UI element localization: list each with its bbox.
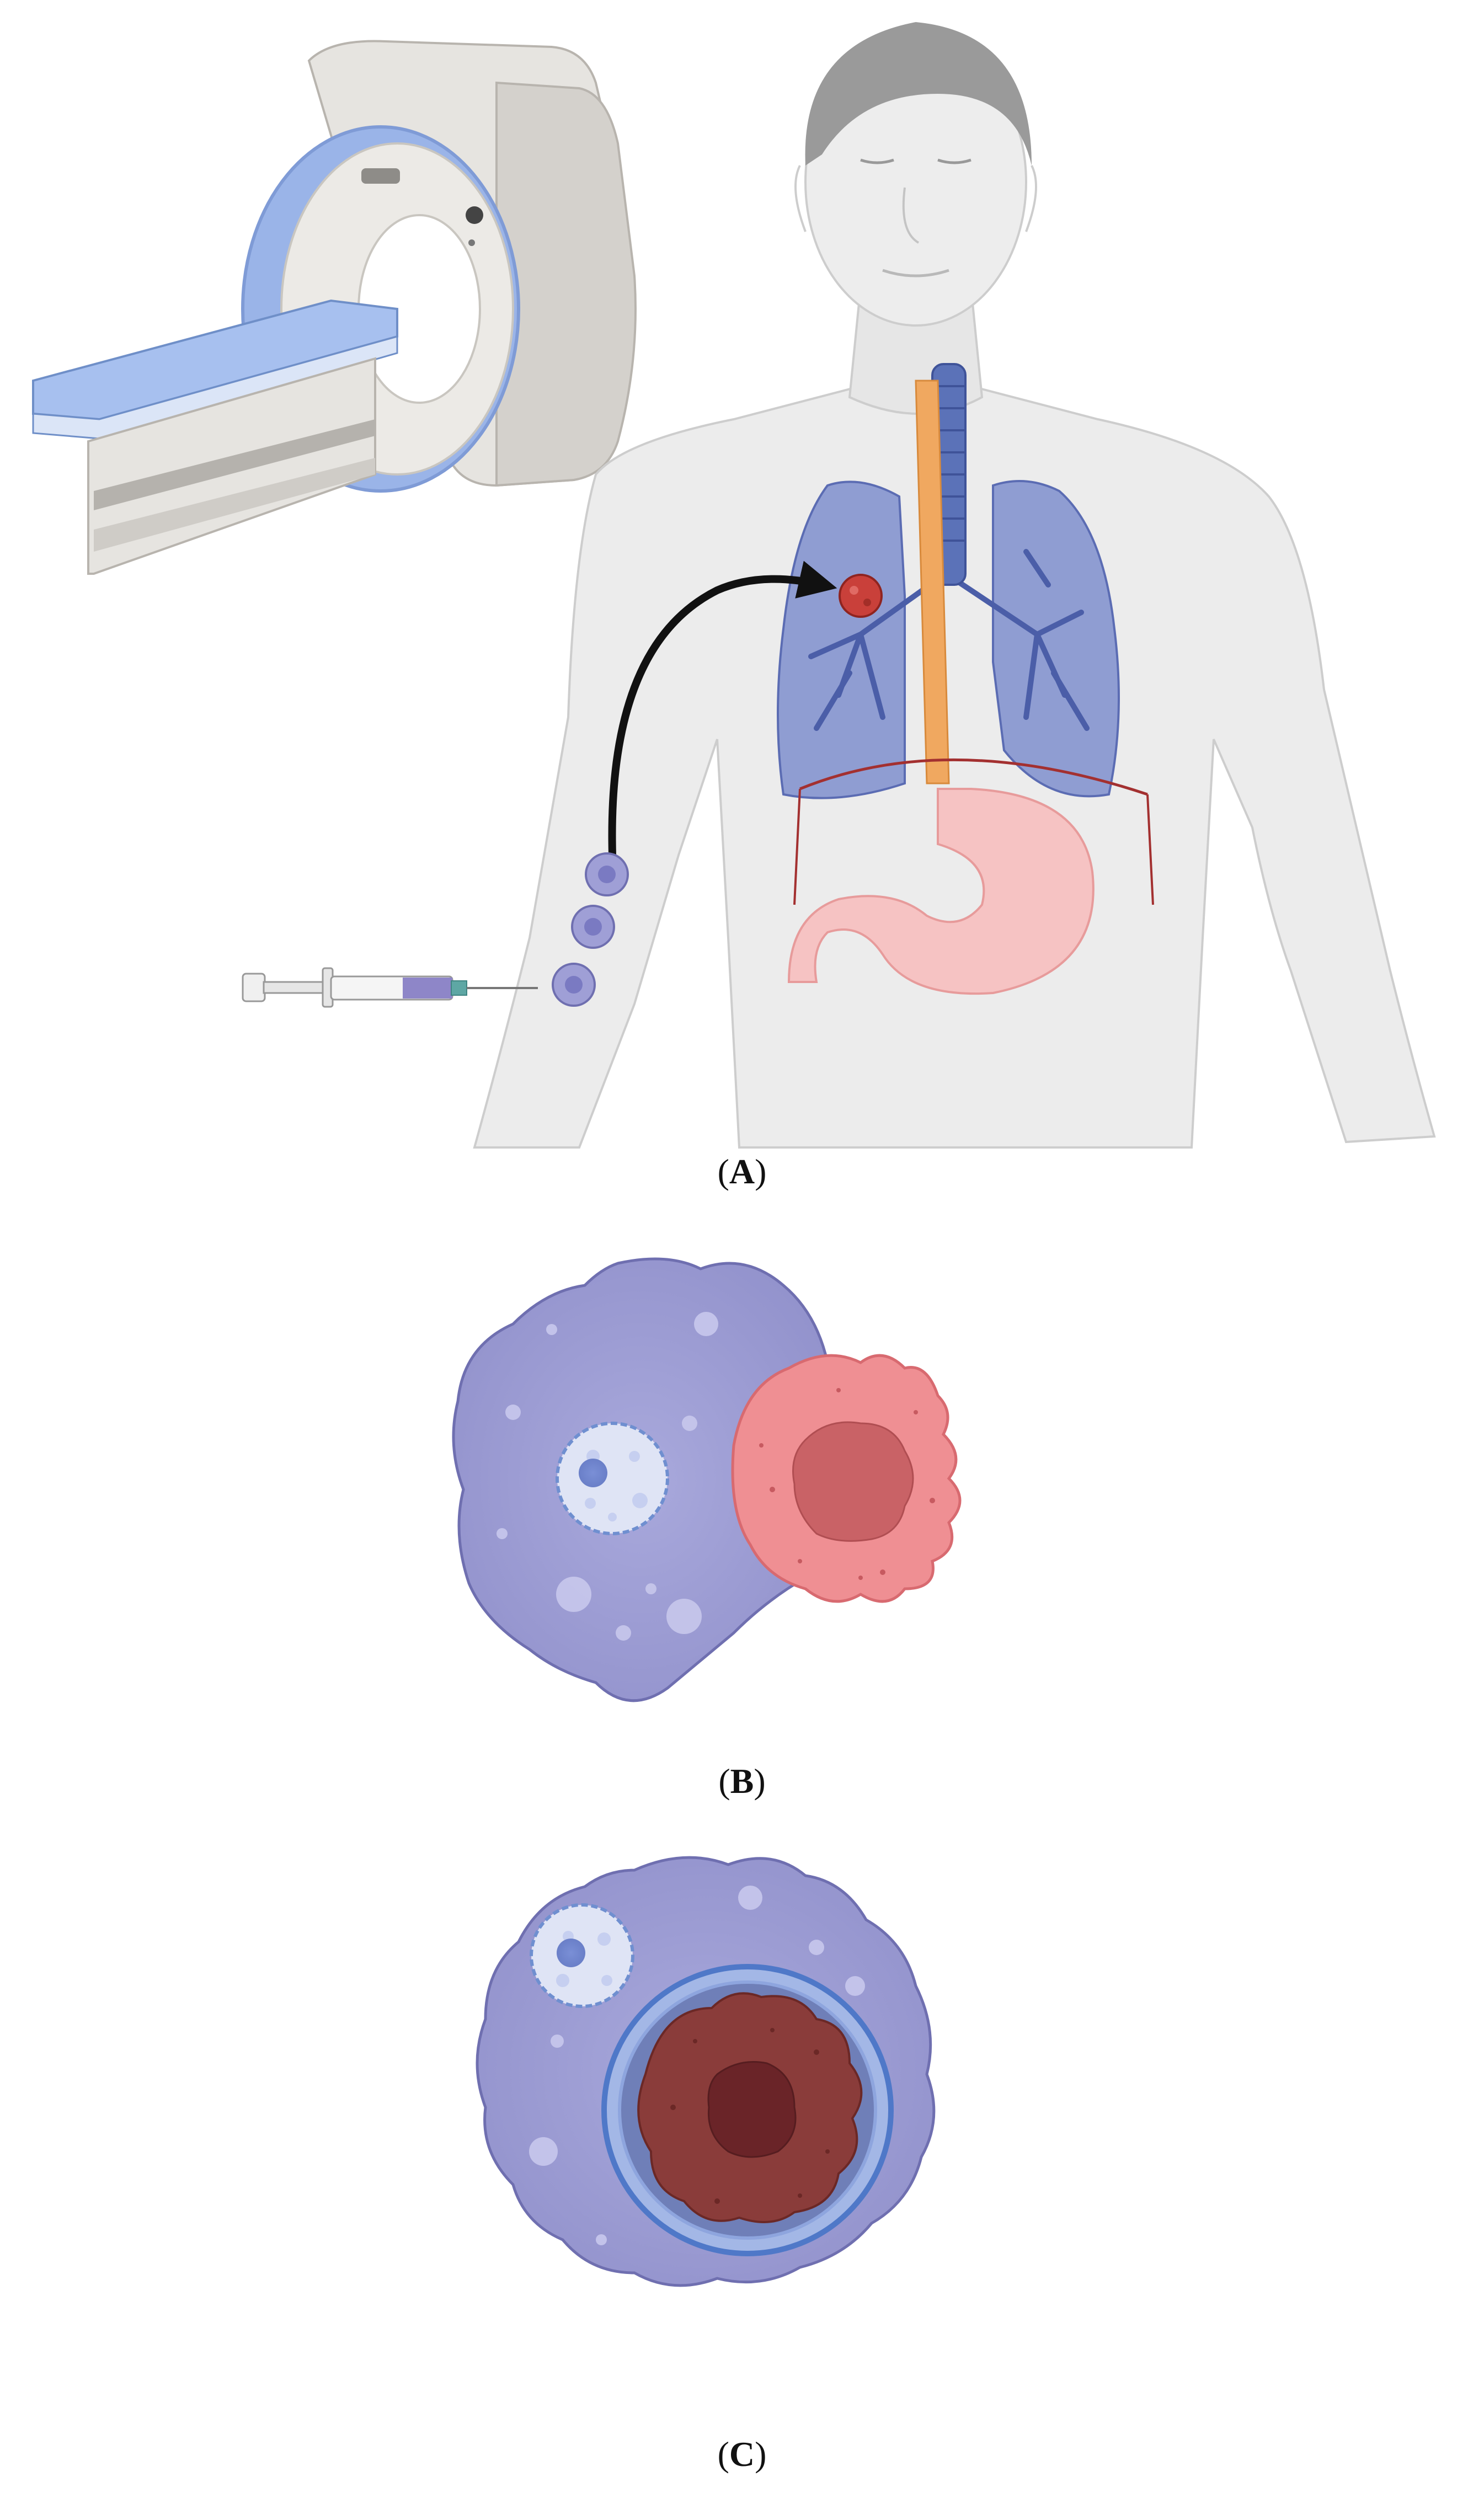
lung-tumor-icon	[839, 574, 883, 618]
injected-cells	[552, 852, 629, 1007]
curved-arrow-icon	[608, 560, 837, 856]
panel-c: (C)	[476, 1856, 936, 2474]
panel-b: (B)	[452, 1257, 962, 1801]
macrophage-icon	[585, 852, 629, 896]
phagocytosis-icon	[601, 1964, 894, 2256]
macrophage-icon	[452, 1257, 829, 1702]
phagosome-vesicle	[530, 1903, 634, 2008]
mri-scanner-icon	[32, 40, 637, 575]
cancer-cell-icon	[731, 1354, 962, 1603]
macrophage-icon	[552, 963, 596, 1007]
panel-label-c: (C)	[718, 2434, 767, 2474]
syringe-icon	[242, 967, 538, 1008]
panel-label-a: (A)	[718, 1152, 767, 1191]
macrophage-icon	[571, 905, 615, 949]
panel-label-b: (B)	[718, 1761, 765, 1801]
phagosome-vesicle	[556, 1422, 669, 1535]
panel-a: (A)	[32, 22, 1436, 1191]
